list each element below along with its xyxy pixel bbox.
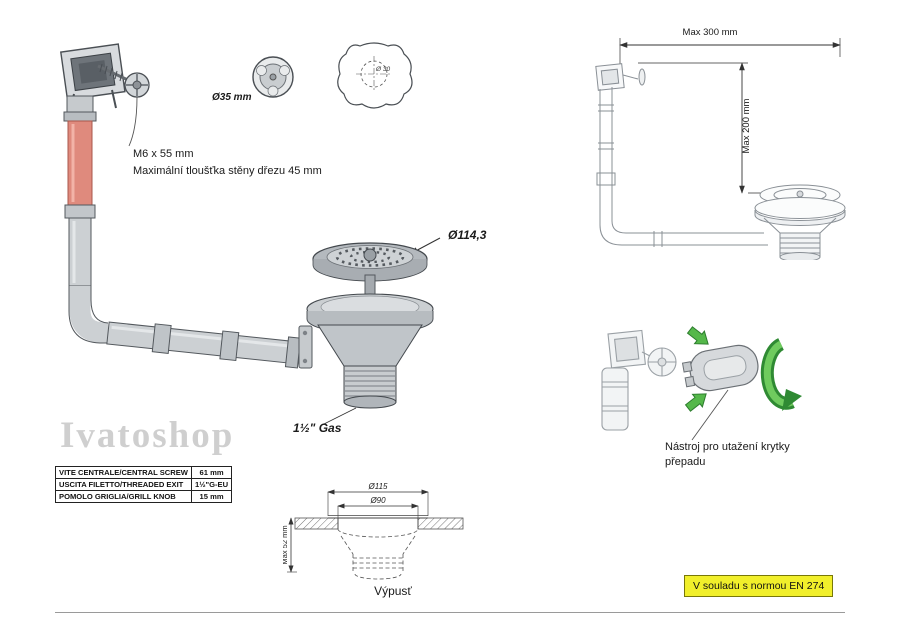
outlet-label: Výpusť [374, 584, 412, 598]
sink-deck-right [417, 517, 464, 530]
central-screw [97, 63, 129, 82]
spec-value: 15 mm [190, 490, 233, 503]
hole-template-drawing: Ø 30 [337, 42, 413, 109]
bottom-divider [55, 612, 845, 613]
green-arrows [684, 326, 709, 412]
knob-diameter-label: Ø35 mm [212, 92, 252, 103]
spec-label: POMOLO GRIGLIA/GRILL KNOB [55, 490, 192, 503]
rotation-swirl-icon [760, 338, 802, 411]
spec-value: 1½"G-EU [190, 478, 233, 491]
spec-value: 61 mm [190, 466, 233, 479]
thread-label: 1½" Gas [293, 421, 342, 435]
max-width-label: Max 300 mm [682, 27, 738, 38]
overflow-pipe [63, 95, 97, 287]
dia115-label: Ø115 [368, 482, 389, 491]
compliance-badge: V souladu s normou EN 274 [684, 575, 834, 597]
sink-deck-left [294, 517, 339, 530]
wheel-knob [124, 72, 150, 98]
main-assembly-drawing [60, 43, 441, 426]
watermark: Ivatoshop [60, 415, 235, 456]
hidden-drain-outline [337, 528, 419, 580]
spec-table: VITE CENTRALE/CENTRAL SCREW 61 mm USCITA… [55, 466, 233, 503]
horizontal-pipe [106, 321, 302, 369]
spec-label: USCITA FILETTO/THREADED EXIT [55, 478, 192, 491]
table-row: POMOLO GRIGLIA/GRILL KNOB 15 mm [55, 490, 233, 503]
dia90-label: Ø90 [369, 496, 386, 505]
table-row: USCITA FILETTO/THREADED EXIT 1½"G-EU [55, 478, 233, 491]
elbow [68, 286, 109, 344]
max-depth-label: Max 52 mm [283, 525, 289, 564]
tool-label-line1: Nástroj pro utažení krytky [665, 441, 790, 453]
grill-knob-drawing [252, 56, 294, 98]
pipe-clamp [298, 325, 313, 369]
max-height-label: Max 200 mm [741, 98, 752, 154]
spec-label: VITE CENTRALE/CENTRAL SCREW [55, 466, 192, 479]
overflow-tool-drawing [601, 326, 802, 441]
tool-label-line2: přepadu [665, 456, 706, 468]
max-wall-label: Maximální tloušťka stěny dřezu 45 mm [133, 165, 322, 177]
strainer-basket [312, 242, 428, 282]
drain-body [306, 274, 434, 426]
overflow-plate [60, 43, 126, 101]
overflow-cap [681, 344, 759, 392]
strainer-diameter-label: Ø114,3 [448, 228, 487, 242]
outlet-section-drawing: Ø115 Ø90 Max 52 mm [283, 482, 464, 580]
installed-dimensions-drawing [595, 38, 846, 260]
hole-diameter-text: Ø 30 [375, 66, 390, 73]
table-row: VITE CENTRALE/CENTRAL SCREW 61 mm [55, 466, 233, 479]
screw-spec-label: M6 x 55 mm [133, 148, 194, 160]
